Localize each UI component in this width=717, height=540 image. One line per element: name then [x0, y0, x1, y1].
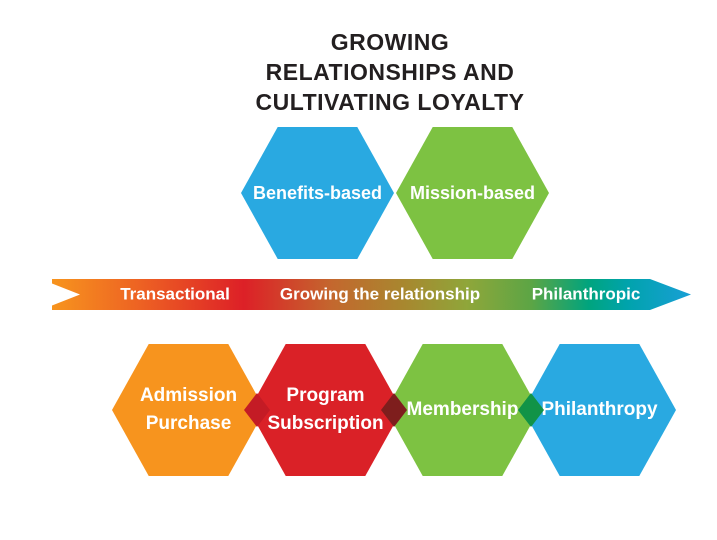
diagram-title: GROWING RELATIONSHIPS AND CULTIVATING LO…: [255, 29, 525, 115]
hexagon-philanthropy-label: Philanthropy: [541, 399, 658, 420]
arrow-label-philanthropic: Philanthropic: [531, 284, 641, 304]
hexagon-admission-purchase: Admission Purchase: [112, 344, 265, 476]
hexagon-mission-based-label: Mission-based: [409, 182, 536, 203]
relationship-arrow-shape: [52, 279, 691, 310]
hexagon-membership: Membership: [386, 344, 539, 476]
arrow-label-growing-the-relationship: Growing the relationship: [279, 284, 481, 304]
relationship-arrow: Transactional Growing the relationship P…: [52, 279, 691, 310]
hexagon-benefits-based-label: Benefits-based: [252, 182, 383, 203]
hexagon-program-subscription: Program Subscription: [249, 344, 402, 476]
arrow-label-transactional: Transactional: [120, 284, 230, 304]
hexagon-admission-purchase-label: Admission Purchase: [139, 385, 238, 434]
hexagon-mission-based: Mission-based: [396, 127, 549, 259]
hexagon-benefits-based: Benefits-based: [241, 127, 394, 259]
hexagon-program-subscription-label: Program Subscription: [267, 385, 384, 434]
hexagon-membership-label: Membership: [406, 399, 519, 420]
hexagon-philanthropy: Philanthropy: [523, 344, 676, 476]
